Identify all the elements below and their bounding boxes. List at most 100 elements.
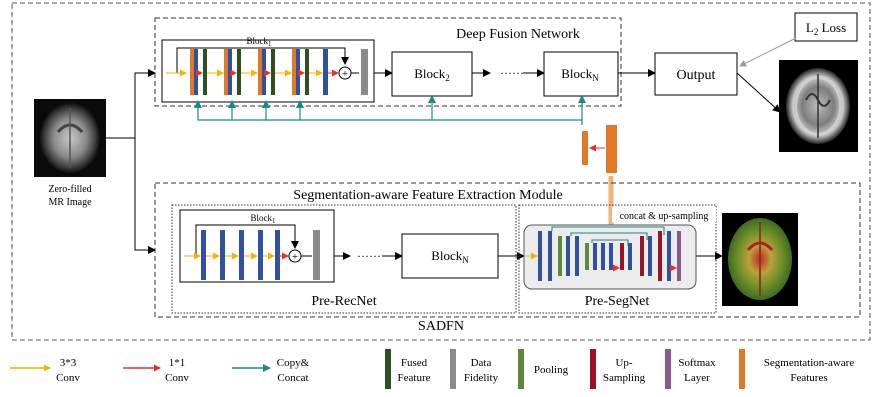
legend-conv3-line1: 3*3 bbox=[60, 357, 77, 369]
block1-bottom-conv-layer bbox=[220, 230, 225, 280]
legend-conv1-line1: 1*1 bbox=[169, 357, 186, 369]
segnet-skip-inner bbox=[591, 239, 629, 246]
segnet-upsampling-layer bbox=[620, 243, 624, 270]
segnet-conv-layer bbox=[566, 236, 570, 276]
block1-top-seg-feature bbox=[292, 49, 296, 95]
input-to-fusion-arrow bbox=[134, 69, 156, 138]
segnet-conv-layer bbox=[575, 236, 579, 276]
blockN-top-label: BlockN bbox=[561, 66, 599, 83]
legend-data-line2: Fidelity bbox=[464, 372, 499, 384]
legend-data-swatch bbox=[450, 349, 456, 389]
legend-segaware-swatch bbox=[739, 349, 745, 389]
concat-upsampling-label-bg bbox=[612, 207, 716, 222]
input-label-line2: MR Image bbox=[48, 197, 92, 208]
legend-conv1-line2: Conv bbox=[165, 372, 189, 384]
block1-top-conv-layer bbox=[228, 49, 232, 95]
legend-up-line2: Sampling bbox=[603, 372, 646, 384]
legend-segaware-line1: Segmentation-aware bbox=[764, 357, 855, 369]
legend-conv3-line2: Conv bbox=[56, 372, 80, 384]
block1-top-label: Block1 bbox=[247, 36, 273, 48]
block1-top-fused-feature bbox=[271, 49, 275, 95]
block1-top-fused-feature bbox=[237, 49, 241, 95]
block1-top-fused-feature bbox=[305, 49, 309, 95]
seg-module-title: Segmentation-aware Feature Extraction Mo… bbox=[293, 188, 562, 203]
input-to-seg-arrow bbox=[134, 138, 156, 254]
sadfn-label: SADFN bbox=[418, 319, 464, 334]
block1-bottom-data-fidelity bbox=[313, 230, 320, 280]
pre-segnet-frame bbox=[518, 204, 717, 314]
blockN-bottom-label: BlockN bbox=[431, 248, 469, 265]
block1-bottom-conv-layer bbox=[275, 230, 280, 280]
pre-recnet-frame bbox=[171, 204, 517, 314]
legend-pooling-swatch bbox=[518, 349, 524, 389]
seg-aware-feature-small bbox=[582, 131, 588, 165]
pre-segnet-label: Pre-SegNet bbox=[585, 294, 650, 309]
block1-top-data-fidelity bbox=[361, 49, 368, 95]
block1-bottom-label: Block1 bbox=[251, 213, 277, 225]
seg-module-frame bbox=[154, 182, 861, 318]
segnet-pooling-layer bbox=[585, 243, 589, 270]
block1-top-conv-layer bbox=[323, 49, 328, 95]
segnet-conv-layer bbox=[628, 243, 632, 270]
segnet-softmax-layer bbox=[677, 231, 681, 281]
block1-top-fused-feature bbox=[203, 49, 207, 95]
output-label: Output bbox=[677, 68, 716, 83]
segnet-conv-layer bbox=[648, 236, 652, 276]
deep-fusion-title: Deep Fusion Network bbox=[456, 27, 580, 42]
block1-top-conv-layer bbox=[262, 49, 266, 95]
pre-recnet-label: Pre-RecNet bbox=[311, 294, 376, 309]
legend-copy-line1: Copy& bbox=[277, 357, 310, 369]
legend: 3*3 Conv 1*1 Conv Copy& Concat Fused Fea… bbox=[10, 349, 854, 389]
block1-top-layers bbox=[166, 49, 328, 95]
block1-top-seg-feature bbox=[190, 49, 194, 95]
legend-data-line1: Data bbox=[471, 357, 492, 369]
segnet-skip-middle bbox=[570, 232, 648, 240]
legend-softmax-line2: Layer bbox=[684, 372, 710, 384]
legend-copy-line2: Concat bbox=[277, 372, 308, 384]
legend-fused-swatch bbox=[385, 349, 391, 389]
block1-top-seg-feature bbox=[224, 49, 228, 95]
block1-top-conv-layer bbox=[296, 49, 300, 95]
segnet-conv-layer bbox=[667, 231, 671, 281]
block1-top-conv-layer bbox=[194, 49, 198, 95]
sadfn-frame bbox=[11, 2, 871, 341]
bottom-dots: ······ bbox=[357, 249, 381, 263]
deep-fusion-frame bbox=[154, 17, 622, 107]
block1-top-sum-plus: + bbox=[342, 68, 348, 80]
blockN-bottom-box bbox=[401, 233, 499, 279]
segnet-conv-layer bbox=[538, 231, 542, 281]
legend-up-swatch bbox=[590, 349, 596, 389]
block1-bottom-skip bbox=[195, 224, 299, 256]
segnet-conv-layer bbox=[601, 243, 605, 270]
segnet-conv-layer bbox=[609, 243, 613, 270]
block1-bottom-conv-layer bbox=[201, 230, 206, 280]
seg-aware-feature-large bbox=[606, 125, 617, 173]
segnet-pooling-layer bbox=[558, 236, 562, 276]
block1-bottom-conv-layer bbox=[258, 230, 263, 280]
legend-softmax-swatch bbox=[665, 349, 671, 389]
legend-softmax-line1: Softmax bbox=[678, 357, 716, 369]
legend-pooling: Pooling bbox=[534, 364, 569, 376]
legend-fused-line2: Feature bbox=[398, 372, 431, 384]
input-mr-image bbox=[34, 99, 106, 177]
block1-bottom-layers bbox=[184, 230, 280, 280]
segnet-layers bbox=[526, 231, 681, 281]
segnet-skip-outer bbox=[551, 226, 665, 235]
block2-box bbox=[391, 51, 473, 97]
copy-concat-bus bbox=[194, 95, 586, 125]
segnet-upsampling-layer bbox=[640, 236, 644, 276]
segmentation-map-image bbox=[722, 213, 798, 306]
block1-bottom-conv-layer bbox=[239, 230, 244, 280]
segnet-conv-layer bbox=[593, 243, 597, 270]
legend-segaware-line2: Features bbox=[790, 372, 827, 384]
output-to-image-arrow bbox=[736, 72, 781, 113]
output-box bbox=[654, 52, 738, 96]
concat-upsampling-label: concat & up-sampling bbox=[620, 211, 709, 222]
legend-up-line1: Up- bbox=[615, 357, 632, 369]
top-dots: ······ bbox=[500, 66, 524, 80]
block1-bottom-sum-plus: + bbox=[292, 251, 298, 263]
segnet-conv-layer bbox=[548, 231, 552, 281]
legend-fused-line1: Fused bbox=[401, 357, 428, 369]
segnet-upsampling-layer bbox=[658, 231, 662, 281]
